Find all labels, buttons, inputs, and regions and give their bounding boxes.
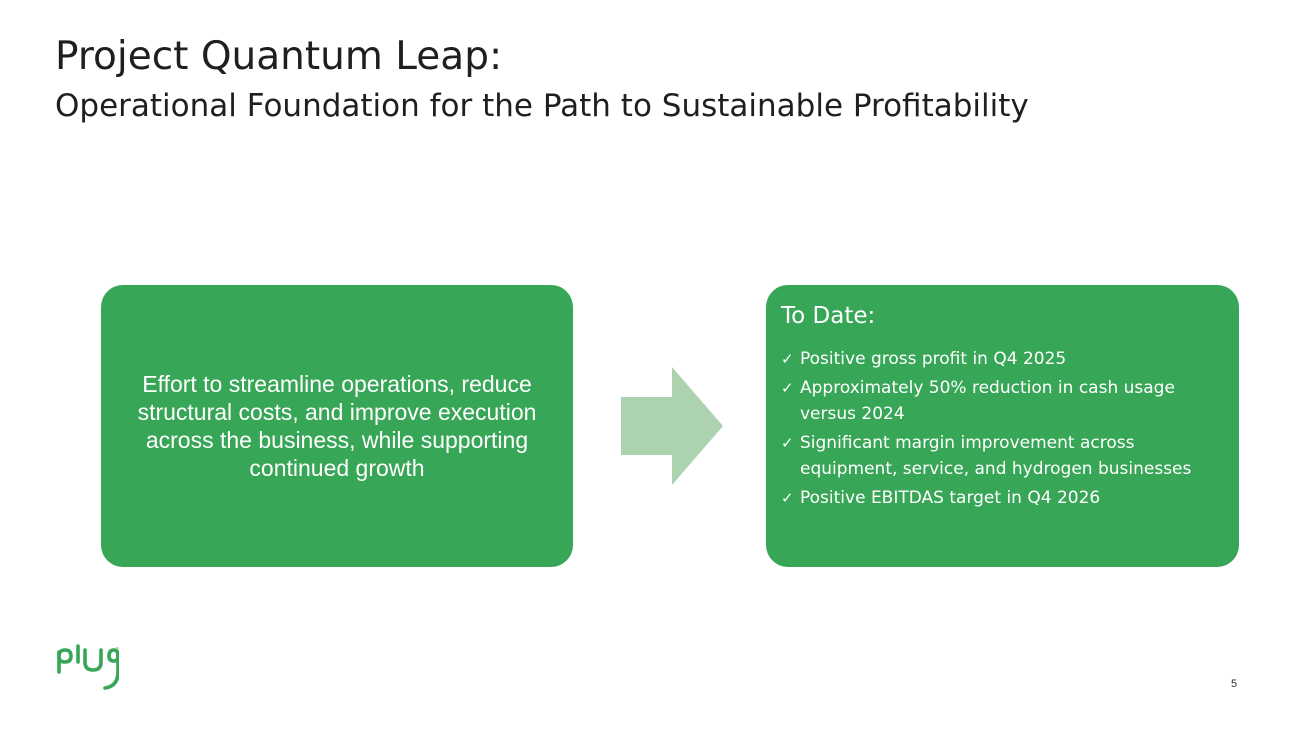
right-arrow-icon xyxy=(621,367,723,485)
to-date-heading: To Date: xyxy=(781,303,876,329)
plug-logo: ™ xyxy=(57,644,119,690)
list-item: ✓ Positive EBITDAS target in Q4 2026 xyxy=(781,485,1227,511)
to-date-list: ✓ Positive gross profit in Q4 2025 ✓ App… xyxy=(781,346,1227,511)
list-item-text: Positive EBITDAS target in Q4 2026 xyxy=(800,488,1101,508)
effort-text: Effort to streamline operations, reduce … xyxy=(137,371,537,481)
checkmark-icon: ✓ xyxy=(781,379,794,397)
slide-title: Project Quantum Leap: xyxy=(55,34,503,79)
svg-text:™: ™ xyxy=(115,646,119,651)
checkmark-icon: ✓ xyxy=(781,434,794,452)
list-item-text: Positive gross profit in Q4 2025 xyxy=(800,349,1067,369)
effort-box: Effort to streamline operations, reduce … xyxy=(101,285,573,567)
list-item: ✓ Positive gross profit in Q4 2025 xyxy=(781,346,1227,372)
list-item-text: Approximately 50% reduction in cash usag… xyxy=(800,378,1175,424)
slide-subtitle: Operational Foundation for the Path to S… xyxy=(55,88,1029,124)
to-date-box: To Date: ✓ Positive gross profit in Q4 2… xyxy=(766,285,1239,567)
list-item: ✓ Significant margin improvement across … xyxy=(781,430,1227,482)
page-number: 5 xyxy=(1231,678,1238,690)
list-item: ✓ Approximately 50% reduction in cash us… xyxy=(781,375,1227,427)
checkmark-icon: ✓ xyxy=(781,350,794,368)
checkmark-icon: ✓ xyxy=(781,489,794,507)
list-item-text: Significant margin improvement across eq… xyxy=(800,433,1192,479)
